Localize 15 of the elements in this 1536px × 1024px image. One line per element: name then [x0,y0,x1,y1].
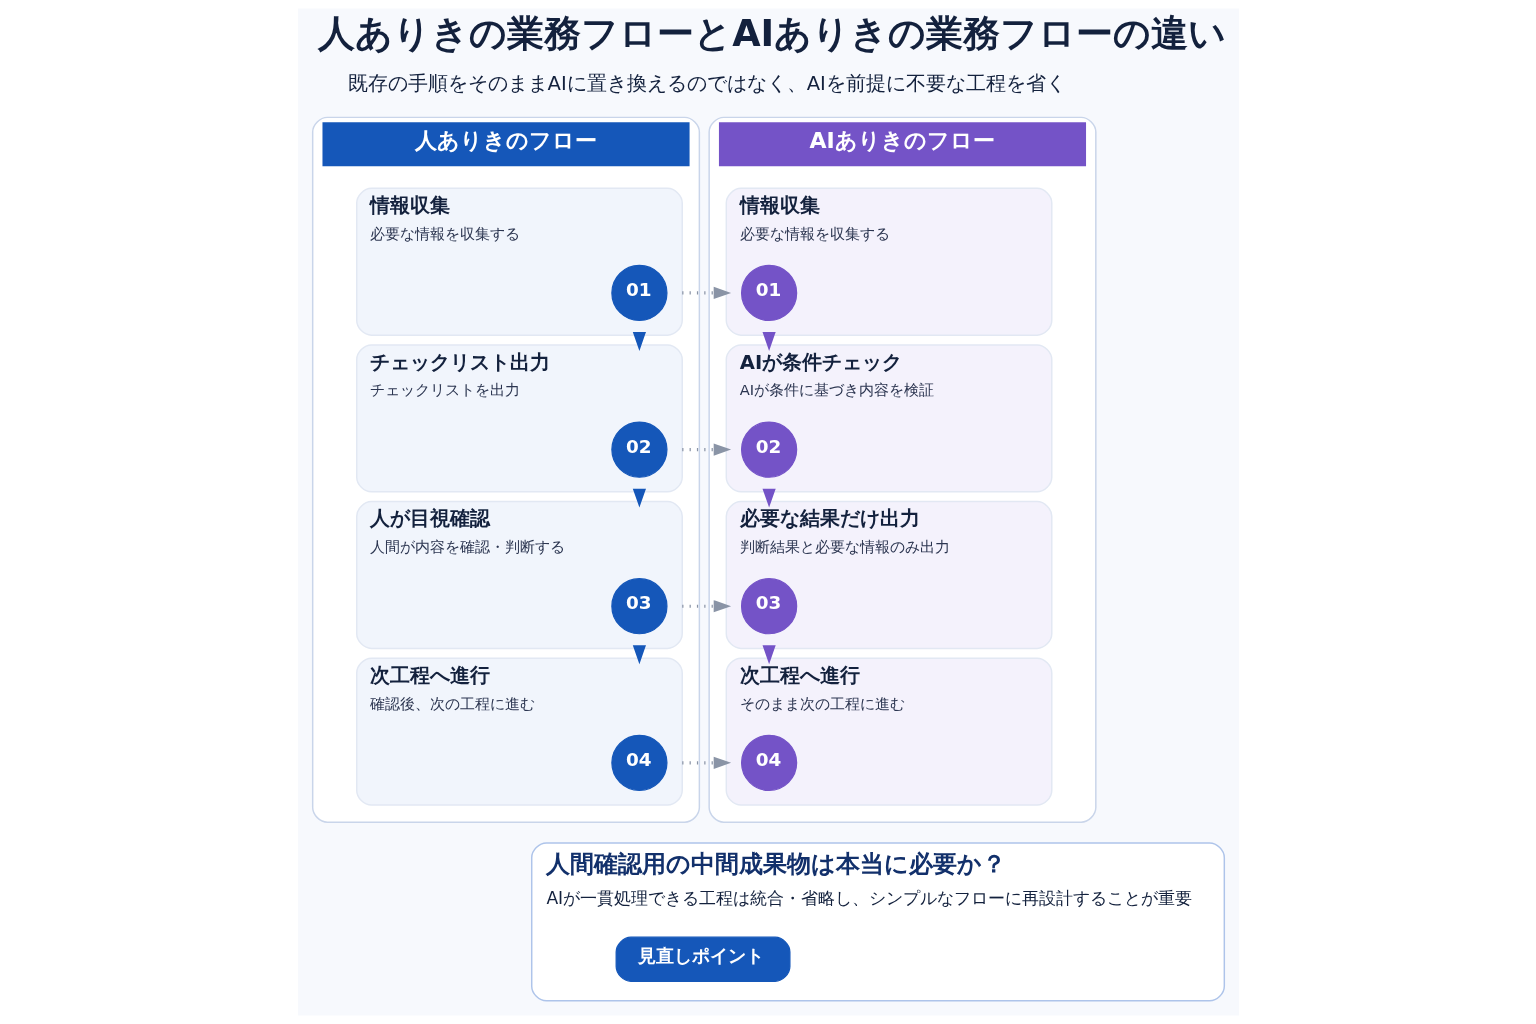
node-box: 見直しポイント [615,936,790,982]
node-circle: 03 [740,578,797,635]
node-circle: 02 [610,421,668,478]
arrow [681,756,731,769]
node-circle: 03 [610,578,668,635]
arrow [681,443,731,456]
node-circle: 04 [740,734,797,791]
node-circle: 02 [740,421,797,478]
label: 既存の手順をそのままAIに置き換えるのではなく、AIを前提に不要な工程を省く [347,72,1066,96]
node-circle: 04 [610,734,668,791]
diagram-title: 人ありきの業務フローとAIありきの業務フローの違い [317,12,1226,56]
node-circle: 01 [740,264,797,322]
node-circle: 01 [610,264,668,322]
arrow [681,600,731,613]
arrow [681,286,731,300]
